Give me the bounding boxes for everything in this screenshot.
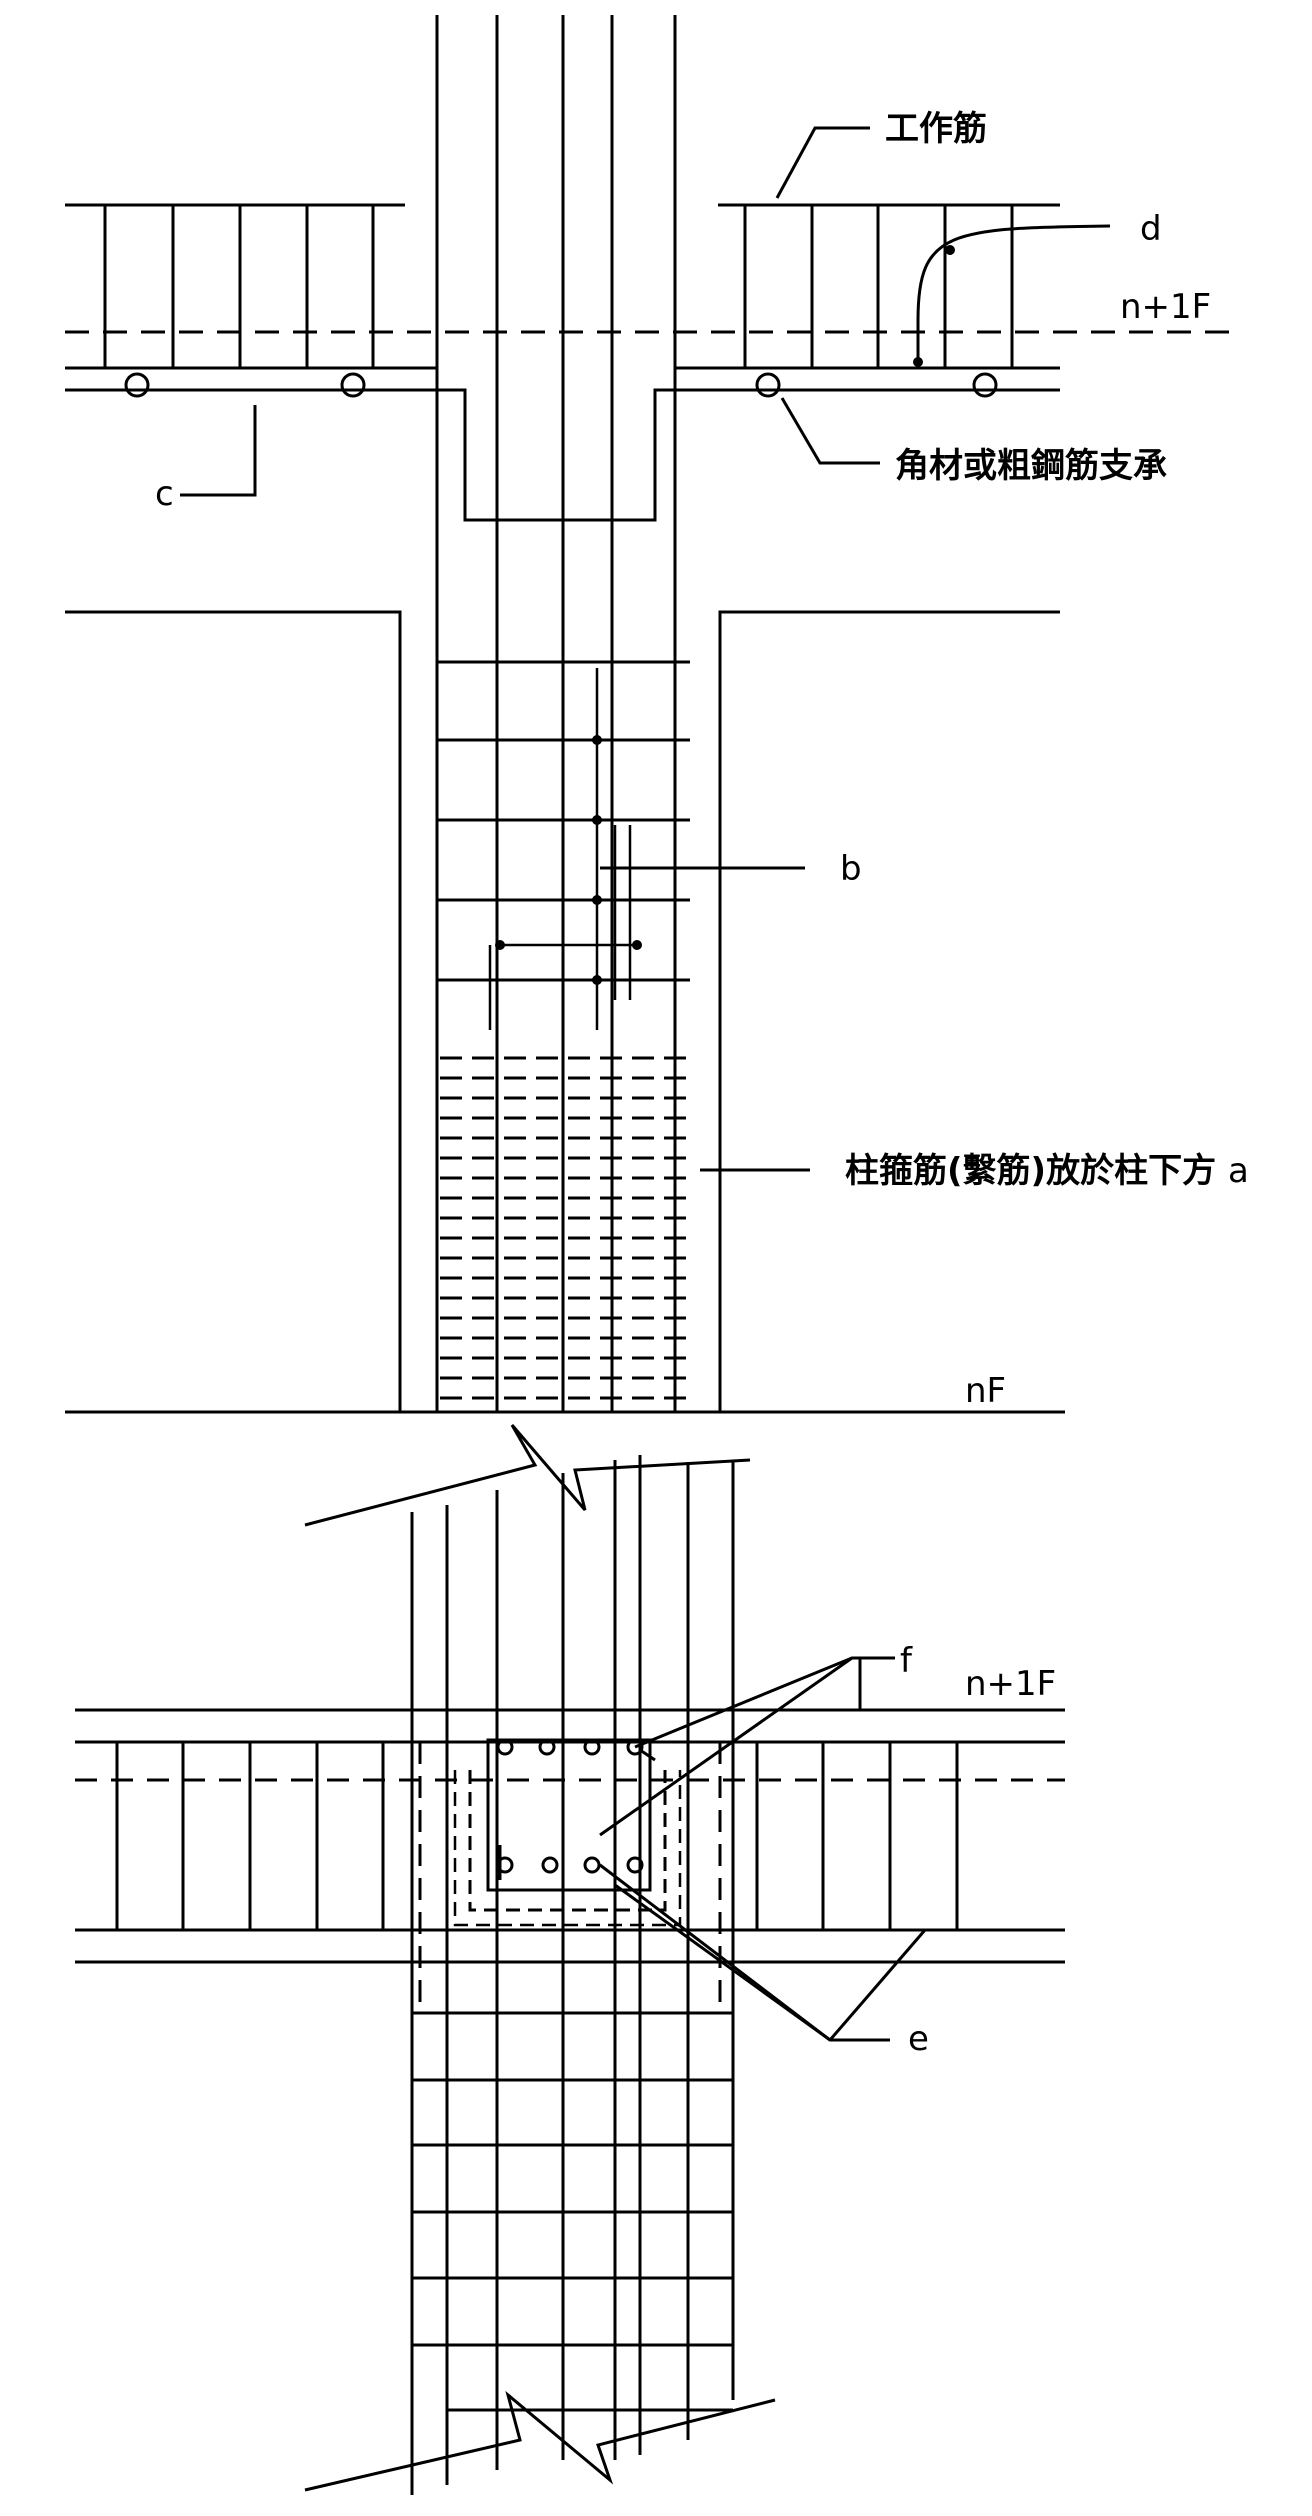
break-line-top xyxy=(304,1424,751,1527)
label-b: b xyxy=(840,849,862,889)
joint-dashed-outline xyxy=(418,1742,722,2010)
support-bar-circle xyxy=(972,372,998,398)
wall-outline-left xyxy=(65,610,402,1412)
support-bar-circle xyxy=(340,372,366,398)
top-bar-circles xyxy=(496,1738,644,1756)
leader-f xyxy=(634,1656,895,1749)
slab-stirrups-right xyxy=(743,205,1014,368)
bottom-beam-column-joint xyxy=(75,1424,1065,2495)
column-hoops xyxy=(437,660,690,982)
beam-stirrups xyxy=(115,1742,959,1930)
label-a: a xyxy=(1228,1151,1249,1191)
label-c: c xyxy=(155,474,174,514)
labels: 工作筋 d n+1F 角材或粗鋼筋支承 c b 柱箍筋(繫筋)放於柱下方 a n… xyxy=(155,109,1249,2059)
stirrup-outer-dashed xyxy=(453,1770,682,1927)
label-top-floor-2: n+1F xyxy=(965,1664,1056,1704)
leader-c xyxy=(180,405,257,497)
support-bar-circle xyxy=(124,372,150,398)
top-beam-slab-section xyxy=(65,15,1240,1414)
stirrup-inner-dashed xyxy=(468,1770,667,1912)
label-d: d xyxy=(1140,209,1162,249)
column-bars-bottom xyxy=(410,1455,735,2495)
label-f: f xyxy=(900,1641,913,1681)
leader-working-bar xyxy=(775,126,870,199)
bottom-bar-circles xyxy=(496,1856,644,1874)
beam-stirrup-joint xyxy=(486,1738,652,1892)
bent-bar-d xyxy=(916,224,1111,362)
label-hoop-note: 柱箍筋(繫筋)放於柱下方 xyxy=(845,1151,1216,1191)
label-e: e xyxy=(908,2019,929,2059)
column-hoops-bottom xyxy=(412,2011,733,2412)
support-bar-circle xyxy=(755,372,781,398)
label-support: 角材或粗鋼筋支承 xyxy=(895,446,1167,486)
slab-stirrups-left xyxy=(103,205,375,368)
label-top-floor: n+1F xyxy=(1120,287,1211,327)
beam-drop-outline xyxy=(437,388,675,522)
label-working-bar: 工作筋 xyxy=(885,109,987,149)
break-line-bottom xyxy=(304,2390,776,2492)
leader-support xyxy=(780,397,880,465)
stacked-hoops-dashed xyxy=(440,1056,690,1400)
label-bottom-floor: nF xyxy=(965,1371,1006,1411)
wall-outline-right xyxy=(718,610,1060,1412)
